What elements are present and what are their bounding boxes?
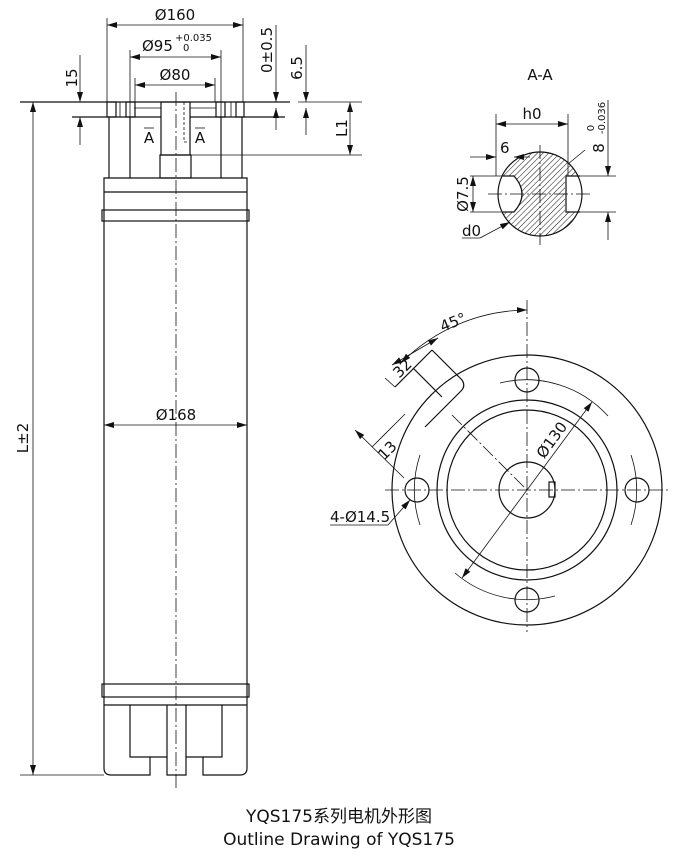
caption-title-cn: YQS175系列电机外形图: [245, 807, 432, 827]
dim-flange-thickness: 15: [63, 55, 83, 145]
section-mark-left: A: [144, 129, 155, 147]
dim-label: Ø168: [156, 406, 196, 424]
dim-label: Ø160: [155, 6, 195, 24]
shaft: [159, 101, 192, 179]
dim-holes: 4-Ø14.5: [330, 508, 390, 526]
dim-spigot-dia: Ø95 +0.035 0: [129, 33, 222, 117]
dim-label: L1: [333, 119, 351, 137]
dim-inner-dia: Ø80: [134, 66, 216, 102]
dim-13: 13: [374, 437, 400, 463]
dim-label: 6.5: [288, 56, 306, 80]
dim-shaft-offset: 0±0.5: [258, 25, 279, 130]
dim-label: L±2: [14, 423, 32, 453]
dim-6: 6: [500, 139, 510, 157]
dim-32: 32: [389, 355, 415, 381]
dim-label: Ø95: [142, 37, 173, 55]
dim-7-5: Ø7.5: [454, 176, 472, 212]
dim-flange-dia: Ø160: [106, 6, 244, 102]
section-marks: A A: [144, 127, 206, 147]
section-mark-right: A: [195, 129, 206, 147]
dim-angle: 45°: [437, 309, 468, 336]
dim-shaft-length: L1: [190, 101, 362, 156]
flange-end-view: 32 13 45° Ø130 4-Ø14.5: [330, 300, 670, 632]
section-view-a-a: A-A h0 6 Ø7.5 8 0 -0.036 d0: [454, 66, 616, 245]
dim-total-length: L±2: [14, 102, 104, 776]
tol-lower: 0: [183, 43, 189, 54]
mounting-flange: [20, 101, 290, 178]
tol-upper: 0: [586, 125, 597, 131]
dim-8: 8: [590, 143, 608, 153]
side-view: Ø160 Ø95 +0.035 0 Ø80 15 0±0.5: [14, 6, 362, 790]
motor-body: [101, 92, 250, 790]
tol-upper: +0.035: [175, 33, 212, 44]
dim-label: 15: [63, 68, 81, 87]
section-title: A-A: [527, 66, 553, 84]
dim-body-dia: Ø168: [104, 406, 247, 428]
dim-d0: d0: [462, 222, 481, 240]
caption-title-en: Outline Drawing of YQS175: [223, 830, 455, 850]
dim-label: 0±0.5: [258, 27, 276, 73]
dim-spigot-depth: 6.5: [288, 45, 309, 135]
dim-label: Ø80: [160, 66, 191, 84]
dim-pcd: Ø130: [533, 418, 571, 461]
tol-lower: -0.036: [597, 102, 608, 134]
dim-h0: h0: [522, 105, 541, 123]
